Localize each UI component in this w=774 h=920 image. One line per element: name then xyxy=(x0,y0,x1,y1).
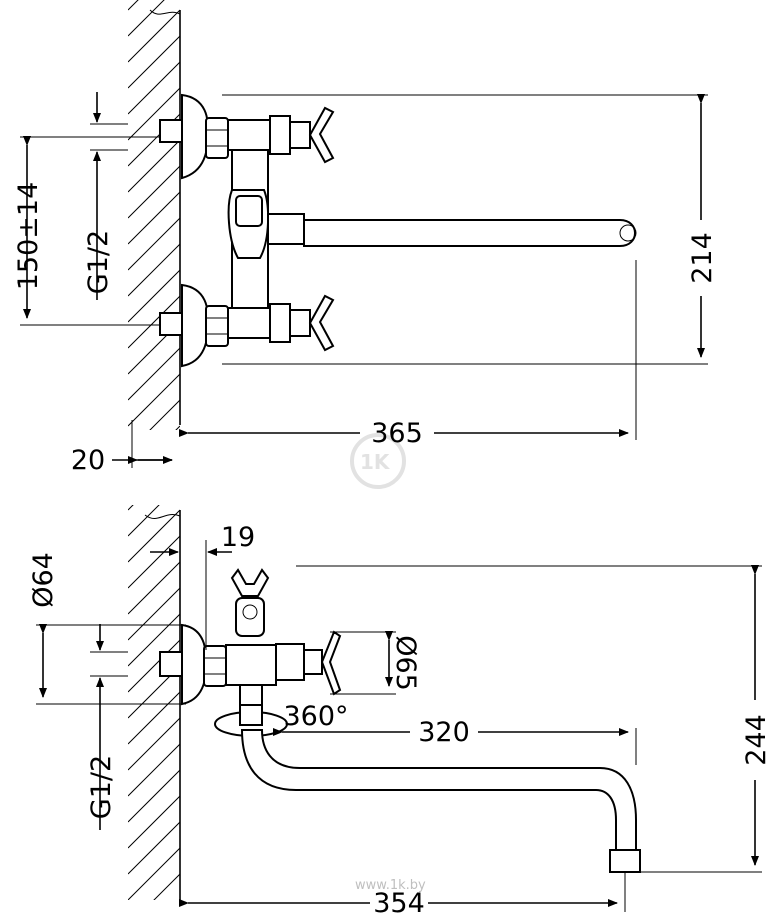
hatch-line xyxy=(128,613,180,667)
dim-centers-label: 150±14 xyxy=(13,182,44,291)
hatch-line xyxy=(128,639,180,693)
side-mixer-body xyxy=(225,568,342,708)
side-eccentric xyxy=(159,623,227,706)
dim-wall-offset-label: 20 xyxy=(71,445,105,476)
hatch-line xyxy=(128,35,180,89)
dim-reach-top: 365 xyxy=(179,260,637,449)
hatch-line xyxy=(128,139,180,193)
dim-wall-offset: 20 xyxy=(71,420,173,476)
hatch-line xyxy=(153,873,180,900)
mixer-body-top xyxy=(227,149,637,309)
wall-hatch-top xyxy=(128,0,181,430)
dim-flange-label: Ø64 xyxy=(28,552,59,608)
dim-centers-top: 150±14 xyxy=(13,136,160,326)
hatch-line xyxy=(128,743,180,797)
hatch-line xyxy=(179,899,180,900)
hatch-line xyxy=(128,0,139,11)
hatch-line xyxy=(128,505,160,537)
hatch-line xyxy=(128,587,180,641)
hatch-line xyxy=(128,373,180,427)
dim-thread-label-top: G1/2 xyxy=(83,230,114,294)
side-spout xyxy=(214,704,641,873)
hatch-line xyxy=(128,269,180,323)
hatch-line xyxy=(128,87,180,141)
hatch-line xyxy=(128,509,180,563)
hatch-line xyxy=(128,295,180,349)
hatch-line xyxy=(128,191,180,245)
upper-eccentric xyxy=(159,93,335,180)
dim-flange-side: Ø64 xyxy=(28,552,186,705)
watermark: 1K www.1k.by xyxy=(350,433,426,893)
hatch-line xyxy=(128,535,180,589)
hatch-line xyxy=(128,505,134,511)
hatch-line xyxy=(128,795,180,849)
dim-thread-side: G1/2 xyxy=(86,624,128,830)
hatch-line xyxy=(128,717,180,771)
dim-handle-diameter-label: Ø65 xyxy=(390,635,421,691)
hatch-line xyxy=(128,9,180,63)
hatch-line xyxy=(149,399,180,430)
wall-hatch-side xyxy=(128,505,181,900)
watermark-logo: 1K xyxy=(360,450,391,474)
dim-handle-diameter: Ø65 xyxy=(330,631,421,695)
dim-spout-length: 320 xyxy=(273,717,637,765)
dim-total-reach: 354 xyxy=(179,872,626,919)
hatch-line xyxy=(128,847,180,900)
watermark-logo-icon xyxy=(350,433,406,489)
dim-total-reach-label: 354 xyxy=(373,888,425,919)
dim-height-side-label: 244 xyxy=(741,714,772,766)
hatch-line xyxy=(128,691,180,745)
hatch-line xyxy=(128,561,180,615)
hatch-line xyxy=(128,243,180,297)
hatch-line xyxy=(128,347,180,401)
hatch-line xyxy=(128,165,180,219)
side-view: Ø64 G1/2 19 Ø65 360° xyxy=(28,505,772,919)
hatch-line xyxy=(128,61,180,115)
dim-thread-top: G1/2 xyxy=(83,92,128,300)
lower-eccentric xyxy=(159,283,335,368)
hatch-line xyxy=(128,217,180,271)
dim-spout-length-label: 320 xyxy=(418,717,470,748)
dim-height-top: 214 xyxy=(222,94,718,365)
hatch-line xyxy=(128,821,180,875)
dim-reach-label: 365 xyxy=(371,418,423,449)
dim-handle-offset-label: 19 xyxy=(221,522,255,553)
top-view: 150±14 G1/2 214 365 xyxy=(13,0,718,476)
watermark-site-top: www.1k.by xyxy=(355,878,426,893)
dim-handle-offset: 19 xyxy=(150,522,255,650)
dim-height-label: 214 xyxy=(687,232,718,284)
dim-height-side: 244 xyxy=(296,565,772,873)
dim-rotation-label: 360° xyxy=(283,701,348,732)
dim-thread-label-side: G1/2 xyxy=(86,755,117,819)
hatch-line xyxy=(175,425,180,430)
hatch-line xyxy=(128,769,180,823)
hatch-line xyxy=(128,0,165,37)
